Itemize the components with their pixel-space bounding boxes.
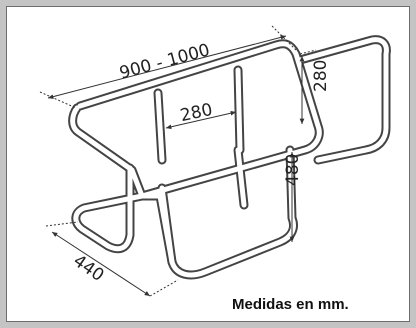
depth-extension-right — [149, 279, 179, 297]
units-caption: Medidas en mm. — [232, 296, 349, 313]
depth-extension-left — [45, 221, 79, 227]
length-extension-left — [39, 91, 77, 109]
inner-width-label: 280 — [178, 100, 214, 126]
seat-height-label: 480 — [283, 154, 303, 186]
length-dimension-line — [47, 35, 287, 99]
inner-width-dimension-line — [165, 110, 237, 130]
back-height-extension — [299, 49, 317, 55]
back-height-label: 280 — [311, 60, 331, 92]
depth-dimension-line — [51, 231, 151, 297]
depth-label: 440 — [69, 251, 107, 286]
